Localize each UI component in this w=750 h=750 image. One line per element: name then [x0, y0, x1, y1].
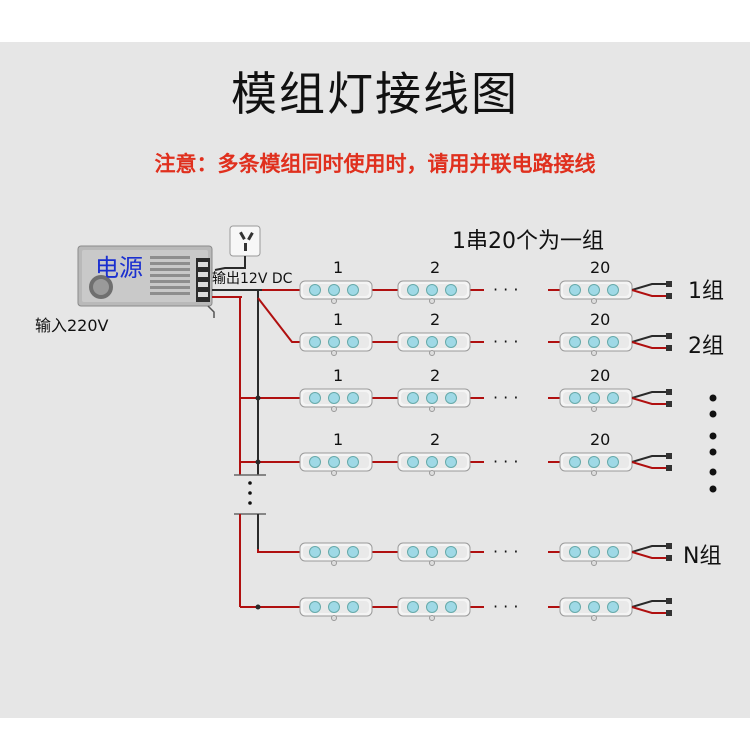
bus-junction [255, 395, 261, 401]
page-title: 模组灯接线图 [231, 67, 519, 121]
led-module-icon [559, 542, 633, 566]
module-number: 2 [430, 310, 440, 329]
module-row: · · · 1 2 20 [240, 366, 672, 412]
led-module-icon [299, 280, 373, 304]
module-number: 2 [430, 366, 440, 385]
ellipsis: · · · [493, 542, 518, 561]
led-module-icon [559, 452, 633, 476]
more-groups-dots [709, 394, 717, 493]
led-module-icon [397, 542, 471, 566]
ellipsis: · · · [493, 452, 518, 471]
power-supply-icon [77, 245, 215, 318]
module-number: 20 [590, 258, 610, 277]
group-label-1: 1组 [688, 279, 724, 304]
led-module-icon [299, 332, 373, 356]
ellipsis: · · · [493, 332, 518, 351]
bottom-margin [0, 718, 750, 750]
bus-wires [212, 289, 266, 607]
led-module-icon [397, 597, 471, 621]
power-supply-label: 电源 [95, 254, 143, 282]
bus-continuation-dots [248, 481, 252, 505]
connector-icon [631, 598, 672, 616]
module-number: 1 [333, 310, 343, 329]
feed-wire [257, 297, 300, 343]
module-row: · · · 1 2 20 [257, 297, 672, 356]
led-module-icon [397, 332, 471, 356]
module-number: 1 [333, 430, 343, 449]
top-margin [0, 0, 750, 42]
feed-wire [257, 549, 300, 553]
module-number: 1 [333, 258, 343, 277]
wall-outlet-icon [214, 225, 261, 271]
connector-icon [631, 453, 672, 471]
connector-icon [631, 281, 672, 299]
ellipsis: · · · [493, 597, 518, 616]
led-module-icon [397, 452, 471, 476]
input-label: 输入220V [35, 316, 109, 335]
led-module-icon [299, 388, 373, 412]
led-module-icon [559, 388, 633, 412]
bus-junction [255, 459, 261, 465]
module-number: 2 [430, 430, 440, 449]
connector-icon [631, 333, 672, 351]
module-row: · · · 1 2 20 [262, 258, 672, 304]
module-row: · · · 1 2 20 [240, 430, 672, 476]
ellipsis: · · · [493, 280, 518, 299]
connector-icon [631, 543, 672, 561]
module-number: 2 [430, 258, 440, 277]
module-number: 20 [590, 430, 610, 449]
group-label-2: 2组 [688, 334, 724, 359]
connector-icon [631, 389, 672, 407]
bus-junction [255, 604, 261, 610]
led-module-icon [559, 332, 633, 356]
output-label: 输出12V DC [212, 271, 293, 287]
group-caption: 1串20个为一组 [452, 229, 604, 254]
led-module-icon [397, 388, 471, 412]
led-module-icon [397, 280, 471, 304]
module-number: 1 [333, 366, 343, 385]
led-module-icon [559, 597, 633, 621]
module-row: · · · [257, 542, 672, 566]
ellipsis: · · · [493, 388, 518, 407]
led-module-icon [299, 597, 373, 621]
module-number: 20 [590, 366, 610, 385]
led-module-icon [299, 452, 373, 476]
led-module-icon [299, 542, 373, 566]
module-row: · · · [240, 597, 672, 621]
group-label-n: N组 [683, 544, 721, 569]
module-number: 20 [590, 310, 610, 329]
led-module-icon [559, 280, 633, 304]
wiring-notice: 注意：多条模组同时使用时，请用并联电路接线 [154, 152, 596, 176]
